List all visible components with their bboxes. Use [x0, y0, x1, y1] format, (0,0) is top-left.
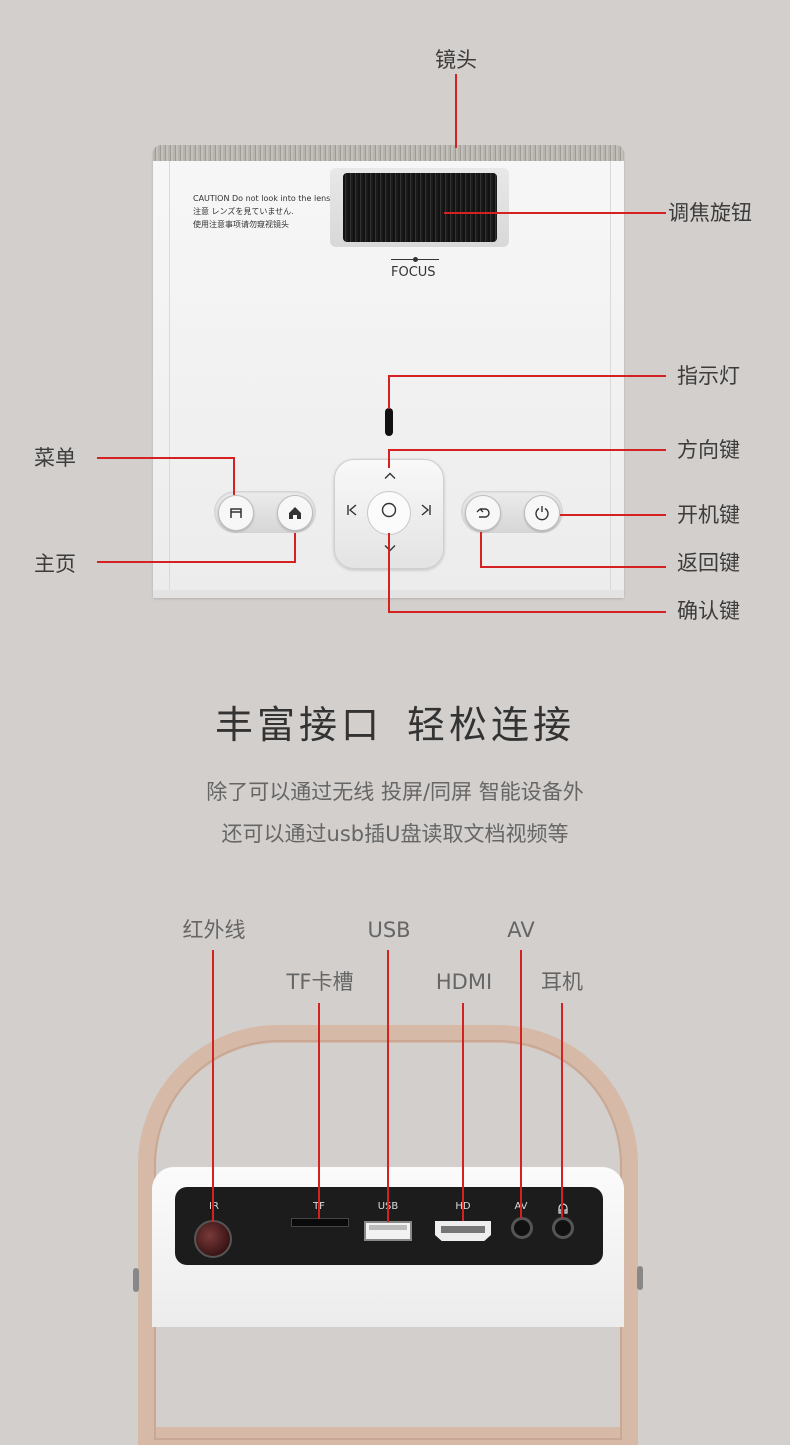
caution-line1: Do not look into the lens. [229, 194, 333, 203]
handle-clip-right [637, 1266, 643, 1290]
leader-line-back-v [480, 532, 482, 567]
section-desc-line2: 还可以通过usb插U盘读取文档视频等 [221, 822, 569, 846]
leader-line-home-h [97, 561, 296, 563]
label-focus-knob: 调焦旋钮 [668, 201, 752, 225]
focus-knob[interactable] [343, 173, 497, 242]
leader-line-earphone [561, 1003, 563, 1218]
caution-line3: 使用注意事项请勿窥视镜头 [193, 220, 289, 229]
back-icon [476, 508, 490, 518]
ok-circle-icon [381, 502, 397, 522]
focus-label: FOCUS [391, 265, 436, 280]
leader-line-back-h [480, 566, 666, 568]
ir-receiver [194, 1220, 232, 1258]
leader-line-av [520, 950, 522, 1218]
av-jack[interactable] [511, 1217, 533, 1239]
label-indicator: 指示灯 [677, 364, 740, 388]
label-av: AV [507, 918, 535, 942]
leader-line-usb [387, 950, 389, 1222]
focus-scale-dot [413, 257, 418, 262]
section-desc-line1: 除了可以通过无线 投屏/同屏 智能设备外 [206, 780, 584, 804]
hdmi-port-inner [441, 1226, 485, 1233]
section-title: 丰富接口 轻松连接 [214, 703, 576, 747]
label-hdmi: HDMI [435, 970, 493, 994]
leader-line-indicator-v [388, 375, 390, 409]
label-power: 开机键 [677, 503, 740, 527]
previous-icon[interactable] [346, 504, 358, 520]
speaker-fabric [153, 145, 624, 161]
headphone-icon [557, 1199, 569, 1218]
leader-line-direction-h [388, 449, 666, 451]
label-lens: 镜头 [435, 48, 477, 72]
caution-text: CAUTION Do not look into the lens. 注意 レン… [193, 192, 333, 231]
label-home: 主页 [34, 552, 76, 576]
label-tf: TF卡槽 [286, 970, 354, 994]
leader-line-direction-v [388, 449, 390, 468]
label-ir: 红外线 [182, 918, 246, 942]
home-button[interactable] [277, 495, 313, 531]
body-groove-left [169, 161, 170, 591]
label-confirm: 确认键 [677, 599, 740, 623]
label-usb: USB [367, 918, 411, 942]
leader-line-tf [318, 1003, 320, 1219]
leader-line-focus [444, 212, 666, 214]
label-back: 返回键 [677, 551, 740, 575]
earphone-jack[interactable] [552, 1217, 574, 1239]
label-earphone: 耳机 [541, 970, 583, 994]
tf-card-slot[interactable] [291, 1218, 349, 1227]
power-button[interactable] [524, 495, 560, 531]
chevron-down-icon[interactable] [384, 542, 396, 557]
power-icon [535, 506, 549, 521]
leader-line-menu-h [97, 457, 235, 459]
caution-line2: 注意 レンズを見ていません. [193, 207, 294, 216]
caution-title: CAUTION [193, 194, 230, 203]
leader-line-menu-v [233, 457, 235, 495]
back-button[interactable] [465, 495, 501, 531]
menu-icon [230, 508, 242, 518]
leader-line-lens [455, 74, 457, 148]
label-direction: 方向键 [677, 438, 740, 462]
leader-line-home-v [294, 533, 296, 563]
leader-line-hdmi [462, 1003, 464, 1221]
menu-button[interactable] [218, 495, 254, 531]
handle-clip-left [133, 1268, 139, 1292]
indicator-light [385, 408, 393, 436]
leader-line-confirm-v [388, 533, 390, 612]
leader-line-confirm-h [388, 611, 666, 613]
chevron-up-icon[interactable] [384, 469, 396, 484]
label-menu: 菜单 [34, 446, 76, 470]
leader-line-ir [212, 950, 214, 1222]
home-icon [289, 507, 301, 519]
usb-port[interactable] [364, 1221, 412, 1241]
leader-line-indicator-h [388, 375, 666, 377]
leader-line-power [560, 514, 666, 516]
usb-port-tongue [369, 1225, 407, 1230]
port-label-ir: IR [209, 1201, 219, 1212]
next-icon[interactable] [420, 504, 432, 520]
